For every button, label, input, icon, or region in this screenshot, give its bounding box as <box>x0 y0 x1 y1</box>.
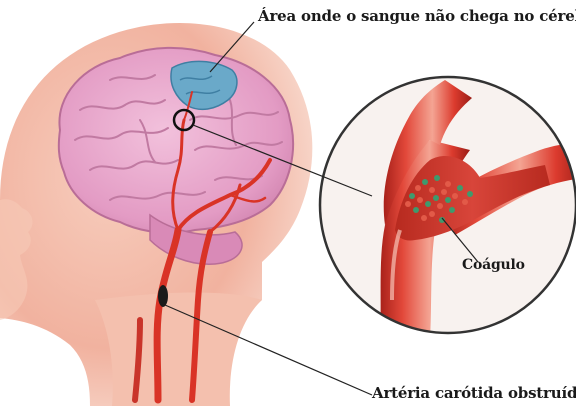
clot-label: Coágulo <box>462 257 525 273</box>
magnified-view <box>320 77 576 340</box>
blocked-artery-label: Artéria carótida obstruída <box>372 384 576 402</box>
ischemic-area-label: Área onde o sangue não chega no cérebro <box>258 7 576 25</box>
neck <box>95 293 262 406</box>
carotid-blockage <box>158 285 168 307</box>
